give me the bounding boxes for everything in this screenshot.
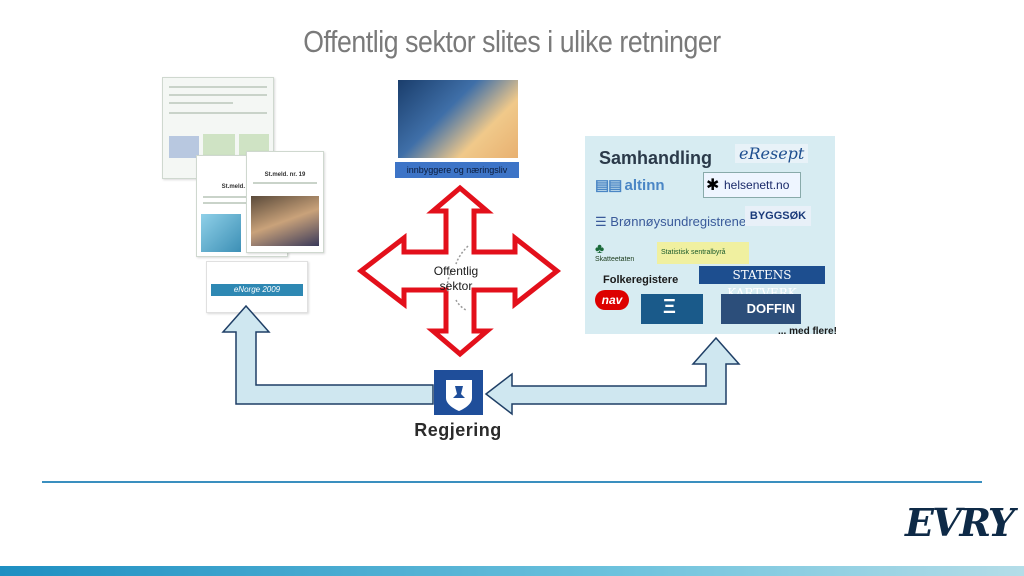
- vitruvian-icon: ✱: [706, 177, 720, 194]
- skatteetaten-logo: ♣ Skatteetaten: [595, 240, 634, 263]
- doc-stmeld-19: St.meld. nr. 19: [246, 151, 324, 253]
- doc-enorge-2009: eNorge 2009: [206, 261, 308, 313]
- collaboration-panel: Samhandling eResept ▤▤ altinn ✱ helsenet…: [585, 136, 835, 334]
- bottom-strip: [0, 566, 1024, 576]
- bronnoysund-mark-icon: ☰: [595, 214, 611, 229]
- helsenett-text: helsenett.no: [724, 178, 790, 192]
- doc-enorge-title: eNorge 2009: [211, 284, 303, 296]
- four-way-arrow: [356, 184, 562, 358]
- government-label: Regjering: [414, 420, 502, 440]
- doffin-e-logo: Ξ: [641, 294, 703, 324]
- e-mark-icon: Ξ: [663, 296, 676, 318]
- norway-map-icon: [446, 245, 469, 311]
- skatteetaten-text: Skatteetaten: [595, 256, 635, 263]
- altinn-text: altinn: [624, 177, 665, 194]
- center-label: Offentlig sektor: [418, 264, 494, 294]
- more-label: ... med flere!: [778, 326, 837, 337]
- bronnoysund-logo: ☰ Brønnøysundregistrene: [595, 214, 746, 230]
- arrow-to-panel: [484, 336, 741, 416]
- doffin-logo: DOFFIN: [721, 294, 801, 324]
- doc-stmeld-17-title: St.meld. nr. 17: [221, 184, 263, 190]
- documents-collage: St.meld. nr. 17 St.meld. nr. 19 eNorge 2…: [160, 75, 330, 315]
- folkeregistere-label: Folkeregistere: [603, 274, 679, 286]
- evry-logo: EVRY: [905, 500, 1015, 545]
- skatteetaten-leaf-icon: ♣: [595, 240, 605, 256]
- altinn-logo: ▤▤ altinn: [595, 176, 665, 194]
- family-photo: [398, 80, 518, 158]
- doc-stmeld-19-title: St.meld. nr. 19: [264, 172, 306, 178]
- divider-line: [42, 481, 982, 483]
- slide-title: Offentlig sektor slites i ulike retninge…: [303, 24, 721, 59]
- government-emblem-icon: [434, 370, 483, 415]
- arrow-to-documents: [221, 304, 434, 405]
- ssb-logo: Statistisk sentralbyrå: [657, 242, 749, 264]
- bronnoysund-text: Brønnøysundregistrene: [610, 214, 747, 229]
- center-label-line1: Offentlig: [433, 264, 479, 278]
- helsenett-logo: ✱ helsenett.no: [703, 172, 801, 198]
- altinn-mark-icon: ▤▤: [595, 177, 625, 194]
- panel-heading: Samhandling: [599, 148, 713, 168]
- eresept-logo: eResept: [735, 144, 809, 163]
- citizens-caption: innbyggere og næringsliv: [395, 162, 519, 178]
- center-label-line2: sektor: [439, 279, 473, 293]
- byggsok-logo: BYGGSØK: [745, 206, 811, 226]
- nav-logo: nav: [595, 290, 629, 310]
